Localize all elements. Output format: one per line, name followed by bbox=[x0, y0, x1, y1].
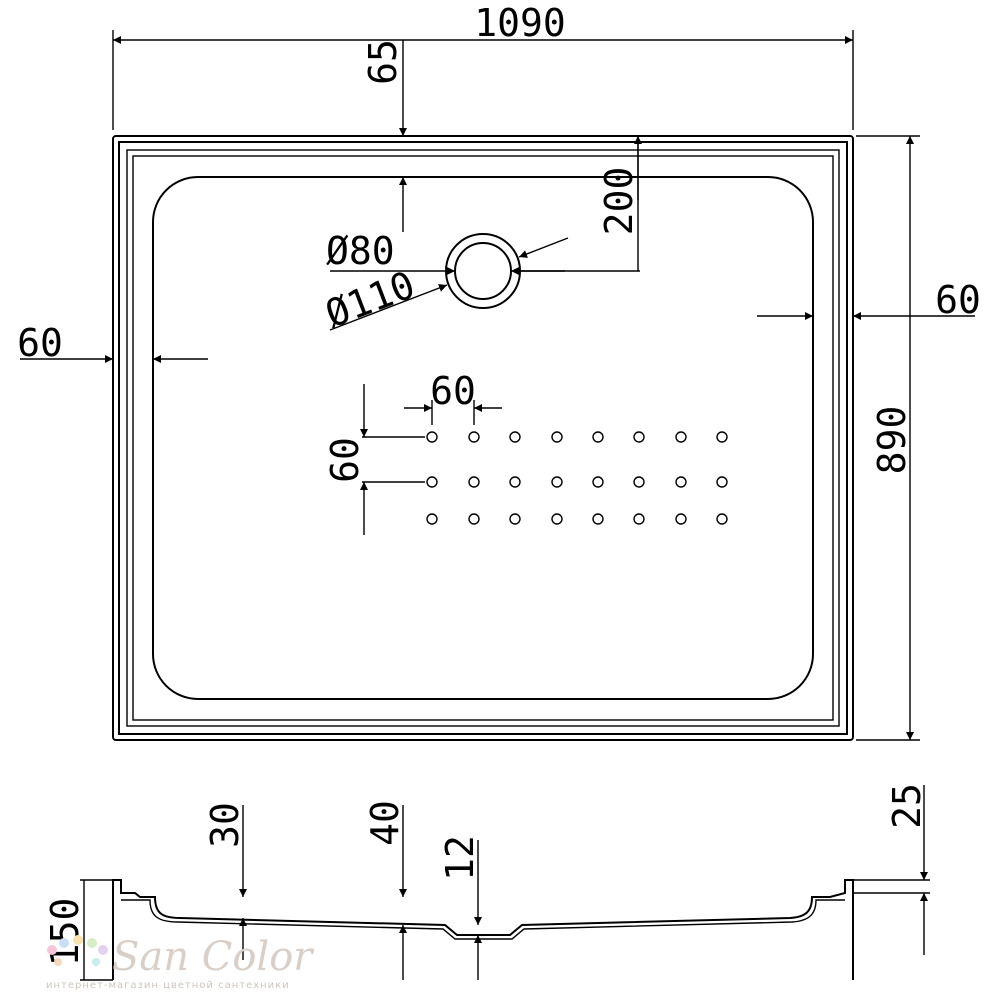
dim-depth-label: 890 bbox=[870, 406, 914, 475]
logo-dot bbox=[98, 945, 108, 955]
dim-top-offset-label: 65 bbox=[361, 39, 405, 85]
drain-hole bbox=[592, 431, 604, 443]
section-view bbox=[112, 879, 854, 980]
section-profile-bottom bbox=[121, 899, 845, 940]
logo-dot bbox=[92, 958, 100, 966]
drain-hole bbox=[509, 513, 521, 525]
drain-hole bbox=[426, 513, 438, 525]
drain-hole bbox=[592, 513, 604, 525]
drain-hole bbox=[509, 476, 521, 488]
tray-rim-line-2 bbox=[126, 149, 840, 727]
logo-dot bbox=[87, 938, 97, 948]
drain-hole bbox=[675, 513, 687, 525]
drain-hole bbox=[551, 513, 563, 525]
watermark-logo: San Color интернет-магазин цветной санте… bbox=[46, 934, 315, 991]
drain-hole bbox=[426, 476, 438, 488]
dim-section-40-label: 40 bbox=[363, 800, 407, 846]
drain-hole bbox=[633, 476, 645, 488]
drain-hole bbox=[675, 431, 687, 443]
dim-section-12-label: 12 bbox=[438, 835, 482, 881]
logo-dot bbox=[73, 935, 83, 945]
drain-hole bbox=[426, 431, 438, 443]
dim-section-30-label: 30 bbox=[203, 802, 247, 848]
tray-rim-line-1 bbox=[118, 141, 848, 735]
drain-hole bbox=[592, 476, 604, 488]
tray-rim-line-3 bbox=[132, 155, 834, 721]
section-dimensions: 150 30 40 12 25 bbox=[43, 783, 930, 981]
drain-hole bbox=[716, 431, 728, 443]
drain-hole bbox=[468, 513, 480, 525]
logo-dot bbox=[54, 958, 62, 966]
watermark-brand: San Color bbox=[112, 934, 315, 980]
drain-hole bbox=[633, 513, 645, 525]
tray-basin bbox=[152, 176, 814, 700]
drain-hole bbox=[716, 476, 728, 488]
drain-hole bbox=[551, 431, 563, 443]
drain-hole bbox=[509, 431, 521, 443]
drain-holes-grid bbox=[426, 431, 728, 525]
drain-hole bbox=[716, 513, 728, 525]
dim-left-rim-label: 60 bbox=[17, 321, 63, 365]
logo-dot bbox=[47, 945, 57, 955]
drain-outer-circle bbox=[445, 233, 521, 309]
tray-outer-edge bbox=[112, 135, 854, 741]
logo-dot bbox=[59, 938, 69, 948]
watermark-tagline: интернет-магазин цветной сантехники bbox=[46, 980, 290, 991]
dim-drain-offset-label: 200 bbox=[597, 167, 641, 236]
dim-section-height-label: 150 bbox=[43, 898, 87, 967]
drain-hole bbox=[675, 476, 687, 488]
drain-hole bbox=[551, 476, 563, 488]
dim-section-25-label: 25 bbox=[885, 783, 929, 829]
drain-hole bbox=[468, 431, 480, 443]
dim-hole-pitch-y-label: 60 bbox=[323, 437, 367, 483]
dim-hole-pitch-x-label: 60 bbox=[430, 369, 476, 413]
drain-hole bbox=[468, 476, 480, 488]
dim-width-label: 1090 bbox=[474, 1, 566, 45]
plan-dimensions: 1090 65 200 Ø80 Ø110 60 60 890 bbox=[17, 1, 981, 741]
drain-inner-circle bbox=[454, 242, 512, 300]
plan-view bbox=[112, 135, 854, 741]
dim-drain-outer-label: Ø110 bbox=[319, 263, 420, 337]
section-profile-top bbox=[112, 879, 854, 980]
dim-right-rim-label: 60 bbox=[935, 278, 981, 322]
drain-hole bbox=[633, 431, 645, 443]
dim-drain-inner-label: Ø80 bbox=[326, 229, 395, 273]
